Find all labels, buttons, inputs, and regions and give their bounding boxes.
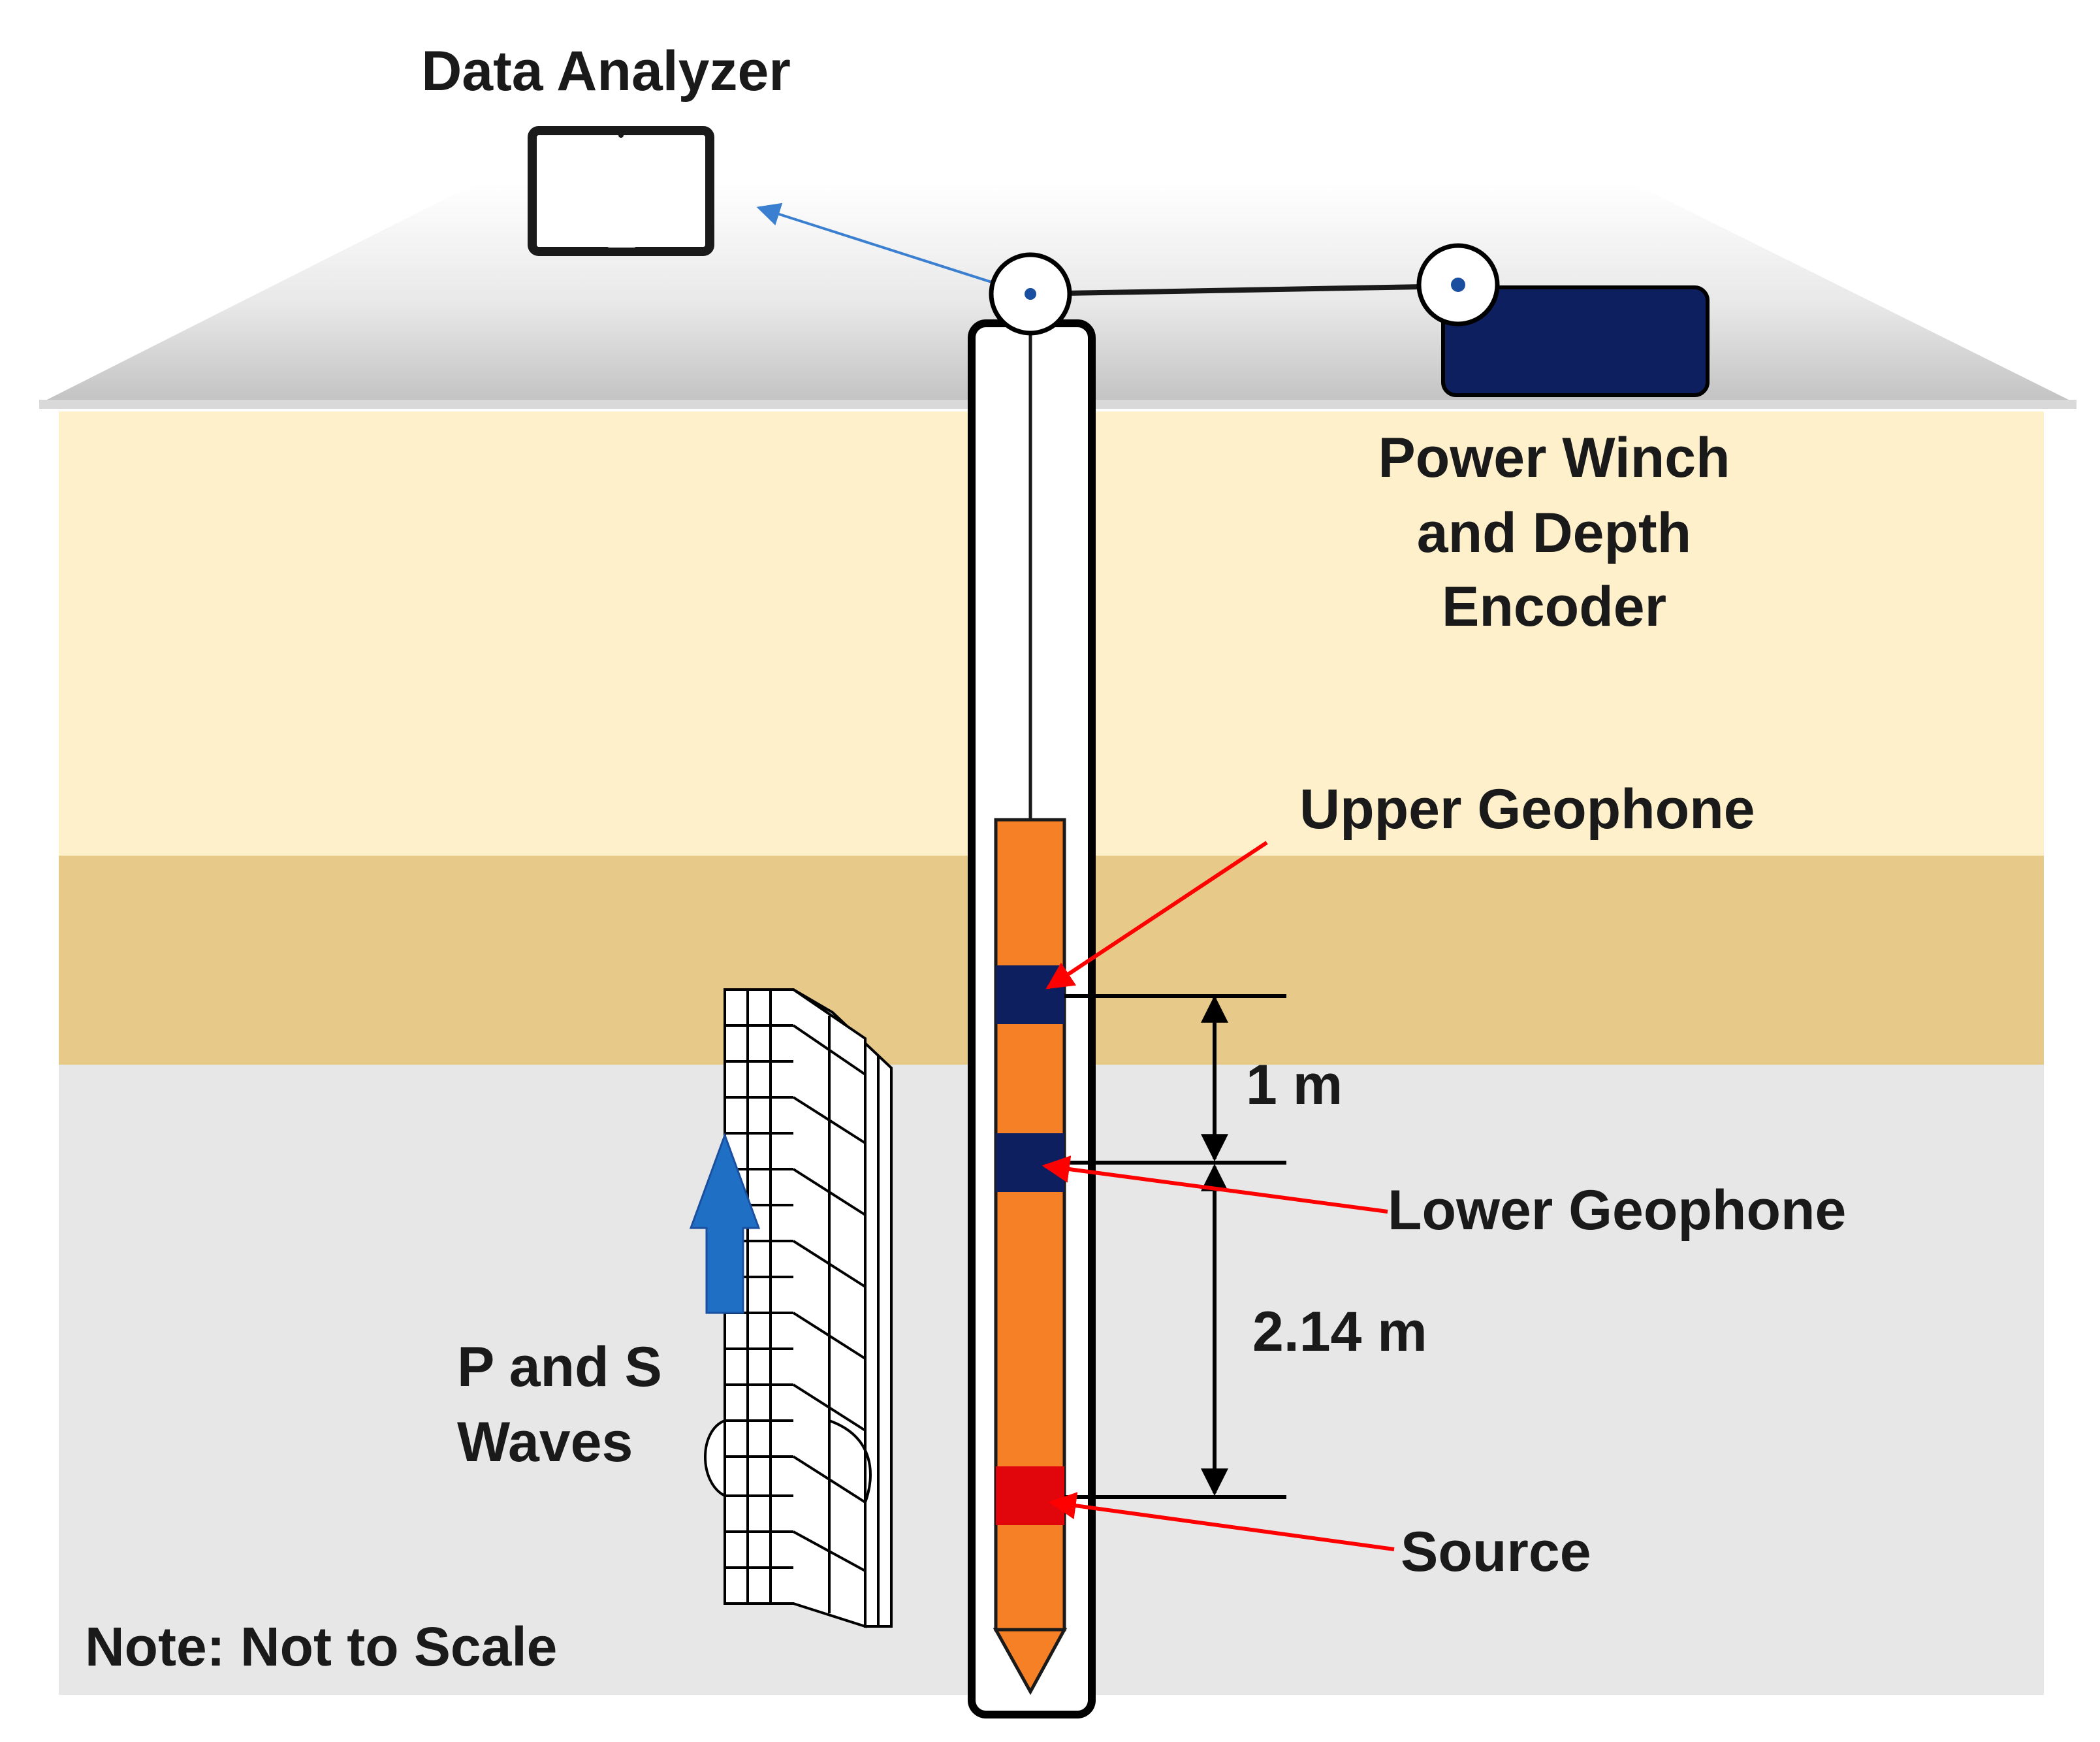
power-winch-box xyxy=(1441,285,1710,397)
power-winch-label-line3: Encoder xyxy=(1442,575,1666,638)
data-analyzer-label: Data Analyzer xyxy=(421,40,791,103)
upper-geophone-label: Upper Geophone xyxy=(1299,778,1755,841)
casing-pulley-icon xyxy=(989,252,1072,336)
source-pointer xyxy=(1048,1492,1395,1551)
power-winch-label-line1: Power Winch xyxy=(1378,427,1730,489)
lower-geophone-pointer xyxy=(1042,1155,1388,1214)
note-label: Note: Not to Scale xyxy=(85,1616,557,1677)
signal-arrow xyxy=(756,202,1029,295)
tablet-icon xyxy=(528,126,714,256)
lower-geophone-label: Lower Geophone xyxy=(1388,1179,1846,1242)
winch-cable xyxy=(1030,283,1459,297)
upper-geophone xyxy=(996,965,1064,1024)
upper-geophone-pointer xyxy=(1045,841,1268,990)
winch-pulley-icon xyxy=(1416,243,1500,327)
spacing-1m-label: 1 m xyxy=(1246,1054,1343,1116)
waves-label-line2: Waves xyxy=(457,1411,633,1474)
source-label: Source xyxy=(1401,1521,1591,1583)
waves-label-line1: P and S xyxy=(457,1336,662,1398)
lower-geophone xyxy=(996,1133,1064,1192)
wave-direction-arrow-icon xyxy=(689,1132,761,1314)
source-element xyxy=(996,1466,1064,1525)
spacing-2-14m-label: 2.14 m xyxy=(1252,1300,1427,1363)
probe-tip xyxy=(993,1628,1068,1696)
power-winch-label-line2: and Depth xyxy=(1417,502,1691,564)
wave-mesh-icon xyxy=(704,988,893,1628)
